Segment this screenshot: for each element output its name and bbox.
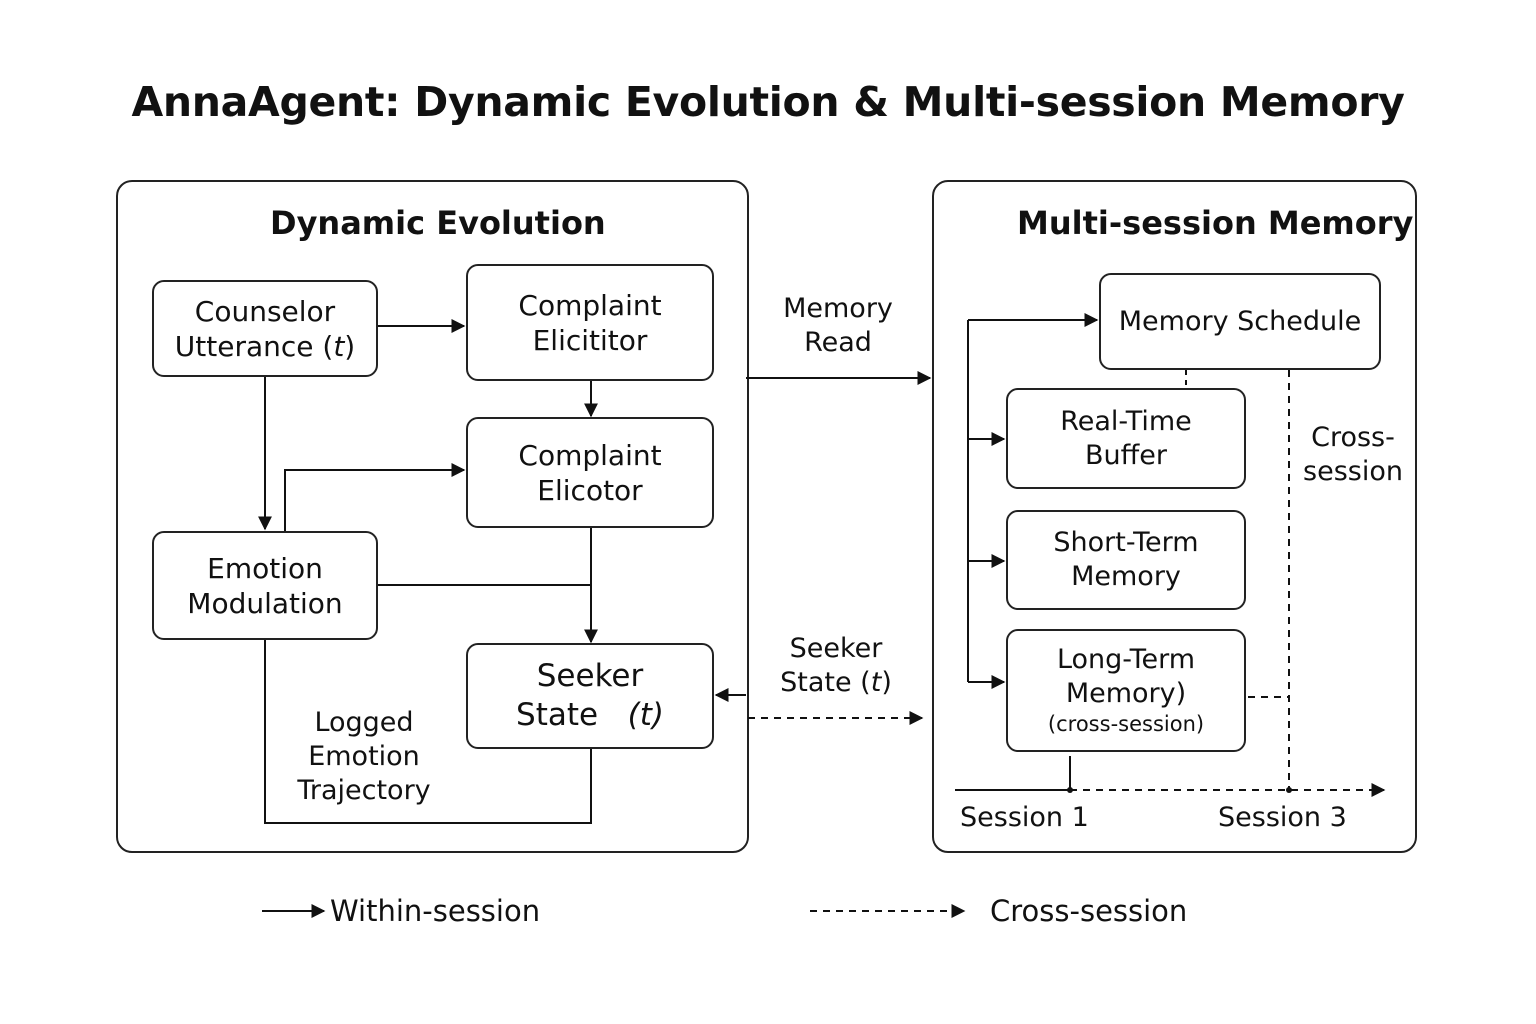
cross-session-label: Cross- session xyxy=(1303,422,1403,487)
short-term-memory-node: Short-Term Memory xyxy=(1006,510,1246,610)
complaint-elicotor-line1: Complaint xyxy=(518,438,662,472)
memory-schedule-node: Memory Schedule xyxy=(1099,273,1381,370)
complaint-elicotor-line2: Elicotor xyxy=(537,473,643,507)
short-term-memory-line1: Short-Term xyxy=(1053,527,1199,559)
short-term-memory-line2: Memory xyxy=(1071,561,1181,592)
long-term-memory-node: Long-Term Memory) (cross-session) xyxy=(1006,629,1246,752)
emotion-modulation-node: Emotion Modulation xyxy=(152,531,378,640)
long-term-memory-line1: Long-Term xyxy=(1056,644,1196,676)
complaint-elicititor-node: Complaint Elicititor xyxy=(466,264,714,381)
counselor-utterance-line2: Utterance (t) xyxy=(174,329,356,363)
arrow-emotion-to-elicotor xyxy=(284,463,466,531)
logged-emotion-trajectory-label: Logged Emotion Trajectory xyxy=(297,707,431,806)
emotion-modulation-line1: Emotion xyxy=(207,551,323,585)
complaint-elicititor-line2: Elicititor xyxy=(532,323,648,357)
session-1-label: Session 1 xyxy=(960,802,1089,833)
long-term-memory-sub: (cross-session) xyxy=(1047,711,1205,736)
seeker-state-line2: State (t) xyxy=(516,697,664,733)
session-3-label: Session 3 xyxy=(1218,802,1347,833)
seeker-state-line1: Seeker xyxy=(536,658,644,695)
seeker-state-connector-label: Seeker State (t) xyxy=(780,633,892,698)
real-time-buffer-node: Real-Time Buffer xyxy=(1006,388,1246,489)
counselor-utterance-line1: Counselor xyxy=(194,294,336,328)
complaint-elicititor-line1: Complaint xyxy=(518,288,662,322)
legend-within-session-label: Within-session xyxy=(330,894,541,928)
real-time-buffer-line2: Buffer xyxy=(1085,439,1167,471)
dynamic-evolution-title: Dynamic Evolution xyxy=(270,204,606,242)
emotion-modulation-line2: Modulation xyxy=(187,586,343,620)
page-title: AnnaAgent: Dynamic Evolution & Multi-ses… xyxy=(131,78,1405,126)
timeline-session1-dot xyxy=(1067,787,1073,793)
memory-read-label: Memory Read xyxy=(783,293,893,358)
complaint-elicotor-node: Complaint Elicotor xyxy=(466,417,714,528)
counselor-utterance-node: Counselor Utterance (t) xyxy=(152,280,378,377)
long-term-memory-line2: Memory) xyxy=(1065,677,1187,709)
real-time-buffer-line1: Real-Time xyxy=(1060,405,1192,437)
seeker-state-node: Seeker State (t) xyxy=(466,643,714,749)
timeline-session3-dot xyxy=(1286,787,1292,793)
multi-session-memory-title: Multi-session Memory xyxy=(1017,204,1414,242)
line-emotion-trajectory-loop xyxy=(264,640,592,824)
legend-cross-session-label: Cross-session xyxy=(990,894,1188,928)
memory-schedule-label: Memory Schedule xyxy=(1118,305,1362,337)
